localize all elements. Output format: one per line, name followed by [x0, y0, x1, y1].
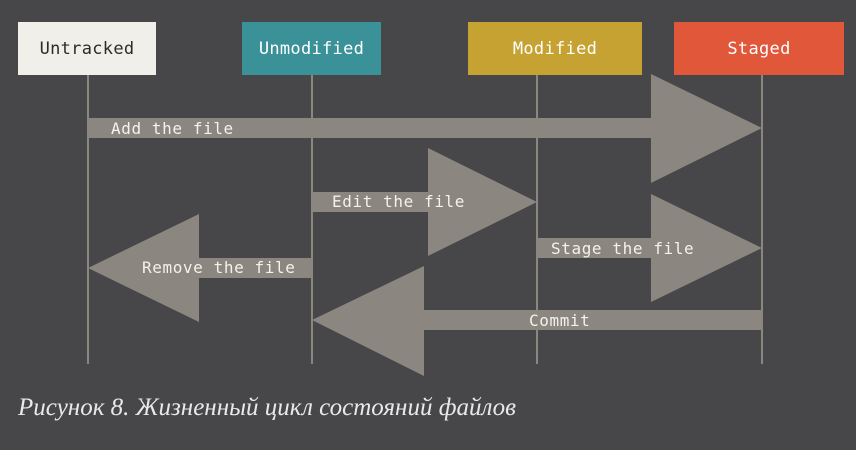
commit-label: Commit — [529, 311, 591, 330]
arrow-remove-the-file — [88, 214, 312, 322]
state-staged-label: Staged — [727, 38, 791, 59]
arrow-add-the-file — [88, 74, 762, 183]
state-modified-label: Modified — [512, 38, 598, 59]
remove-the-file-label: Remove the file — [142, 258, 296, 277]
state-modified: Modified — [468, 22, 642, 75]
arrow-edit-the-file — [312, 148, 537, 256]
add-the-file-label: Add the file — [111, 119, 234, 138]
state-untracked: Untracked — [18, 22, 156, 75]
state-untracked-label: Untracked — [39, 38, 135, 59]
state-staged: Staged — [674, 22, 844, 75]
state-unmodified: Unmodified — [242, 22, 381, 75]
lifecycle-diagram — [87, 74, 763, 376]
stage-the-file-label: Stage the file — [551, 239, 695, 258]
state-unmodified-label: Unmodified — [258, 38, 365, 59]
arrow-stage-the-file — [537, 194, 762, 302]
figure-caption: Рисунок 8. Жизненный цикл состояний файл… — [18, 394, 516, 421]
arrow-commit — [312, 266, 762, 376]
edit-the-file-label: Edit the file — [332, 192, 466, 211]
